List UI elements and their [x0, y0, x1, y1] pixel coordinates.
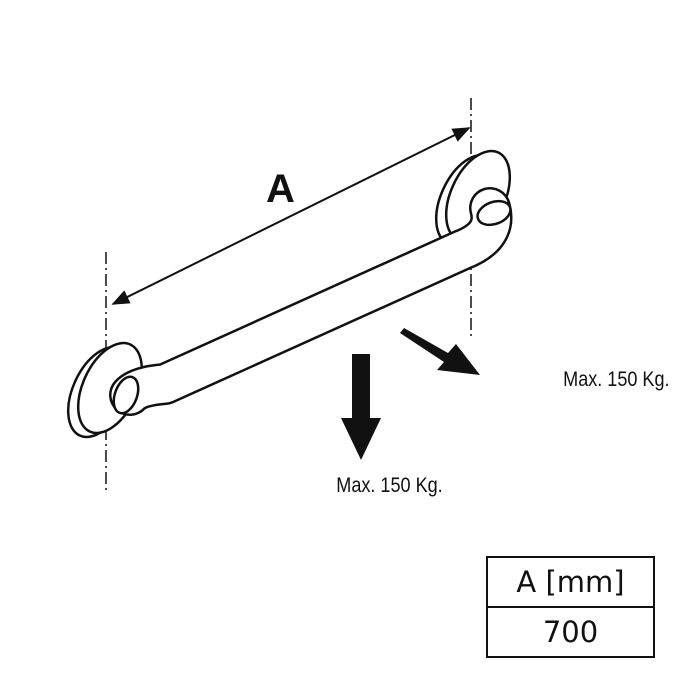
outward-load-label: Max. 150 Kg.: [563, 368, 669, 392]
dimension-table-value: 700: [542, 615, 599, 649]
dimension-line: [111, 127, 471, 305]
downward-load-label: Max. 150 Kg.: [336, 474, 442, 498]
outward-load-arrow: [400, 328, 480, 375]
downward-load-arrow: [341, 354, 381, 460]
grab-bar: [109, 187, 513, 416]
dimension-letter: A: [266, 167, 295, 211]
dimension-table: A [mm] 700: [486, 556, 655, 658]
dimension-table-header: A [mm]: [488, 558, 653, 608]
